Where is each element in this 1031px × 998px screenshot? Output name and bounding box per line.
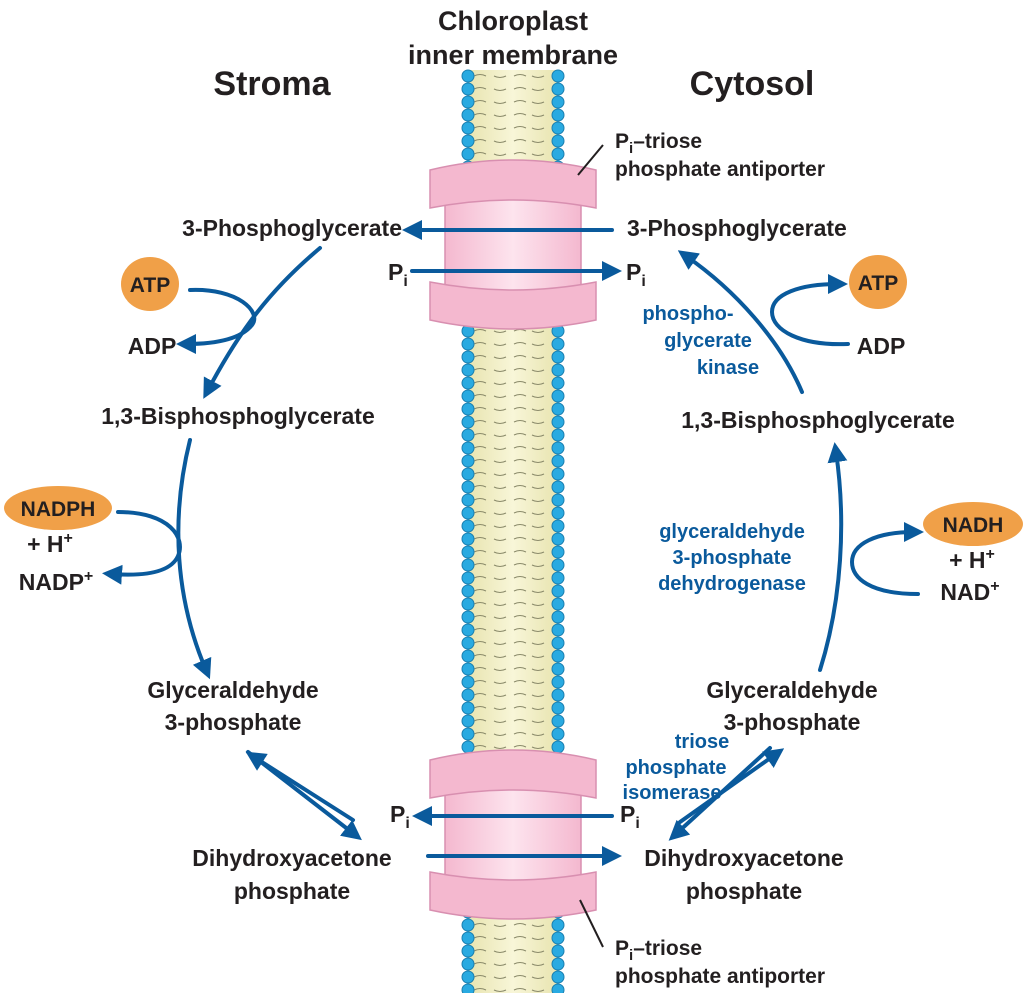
stroma-atp: ATP (130, 274, 170, 297)
stroma-pi-top: Pi (388, 259, 408, 290)
cytosol-atp: ATP (858, 272, 898, 295)
cytosol-1-3-bisphosphoglycerate: 1,3-Bisphosphoglycerate (681, 407, 955, 433)
membrane-title-line1: Chloroplast (438, 6, 588, 36)
cytosol-pi-bottom: Pi (620, 801, 640, 832)
stroma-gap-line2: 3-phosphate (165, 709, 302, 735)
cytosol-pi-top: Pi (626, 259, 646, 290)
cytosol-gap-line1: Glyceraldehyde (706, 677, 877, 703)
stroma-gap-line1: Glyceraldehyde (147, 677, 318, 703)
cytosol-nadh: NADH (943, 514, 1004, 537)
cytosol-h-plus: + H+ (949, 546, 995, 573)
transporter-bottom-label-line1: Pi–triose (615, 937, 702, 964)
arrow-stroma-nadph (102, 510, 182, 585)
cytosol-dhap-line1: Dihydroxyacetone (644, 845, 843, 871)
transporter-top-label-line1: Pi–triose (615, 130, 702, 157)
arrow-stroma-pga-to-bpg (203, 246, 322, 399)
stroma-label: Stroma (213, 65, 331, 103)
arrow-cytosol-tpi-reverse (678, 748, 785, 824)
stroma-adp: ADP (128, 333, 177, 359)
arrow-cytosol-gap-to-bpg (818, 442, 848, 672)
stroma-atp-badge (121, 257, 179, 311)
stroma-pi-bottom: Pi (390, 801, 410, 832)
enzyme-gapdh-line3: dehydrogenase (658, 573, 806, 595)
cytosol-dhap-line2: phosphate (686, 878, 802, 904)
enzyme-tpi-line3: isomerase (623, 782, 722, 804)
stroma-3-phosphoglycerate: 3-Phosphoglycerate (182, 215, 402, 241)
stroma-h-plus: + H+ (27, 530, 73, 557)
cytosol-nad-plus: NAD+ (940, 578, 999, 605)
arrow-stroma-atp-adp (176, 287, 256, 354)
cytosol-adp: ADP (857, 333, 906, 359)
arrow-cytosol-bpg-to-pga (677, 250, 804, 394)
enzyme-pgk-line1: phospho- (642, 303, 733, 325)
arrow-cytosol-nadh (849, 522, 924, 596)
transporter-bottom-label-line2: phosphate antiporter (615, 965, 825, 988)
arrows (102, 220, 924, 866)
membrane-title-line2: inner membrane (408, 40, 618, 70)
enzyme-pgk-line2: glycerate (664, 330, 752, 352)
lipid-heads (461, 69, 565, 997)
cytosol-gap-line2: 3-phosphate (724, 709, 861, 735)
enzyme-tpi-line2: phosphate (625, 757, 726, 779)
stroma-1-3-bisphosphoglycerate: 1,3-Bisphosphoglycerate (101, 403, 375, 429)
transporter-top-label-line2: phosphate antiporter (615, 158, 825, 181)
cytosol-nadh-badge (923, 502, 1023, 546)
transporter-top (429, 159, 597, 330)
enzyme-tpi-line1: triose (675, 731, 729, 753)
transporter-bottom (429, 749, 597, 920)
enzyme-pgk-line3: kinase (697, 357, 759, 379)
stroma-dhap-line1: Dihydroxyacetone (192, 845, 391, 871)
cytosol-atp-badge (849, 255, 907, 309)
stroma-nadp-plus: NADP+ (19, 568, 94, 595)
enzyme-gapdh-line2: 3-phosphate (673, 547, 792, 569)
enzyme-gapdh-line1: glyceraldehyde (659, 521, 805, 543)
stroma-dhap-line2: phosphate (234, 878, 350, 904)
cytosol-3-phosphoglycerate: 3-Phosphoglycerate (627, 215, 847, 241)
stroma-nadph: NADPH (21, 498, 96, 521)
arrow-stroma-bpg-to-gap (176, 438, 212, 680)
transporter-top-pointer (577, 144, 604, 176)
arrow-stroma-tpi-reverse (245, 751, 355, 822)
cytosol-label: Cytosol (690, 65, 815, 103)
transporter-bottom-pointer (579, 899, 604, 948)
arrow-cytosol-adp-atp (769, 274, 850, 347)
stroma-nadph-badge (4, 486, 112, 530)
